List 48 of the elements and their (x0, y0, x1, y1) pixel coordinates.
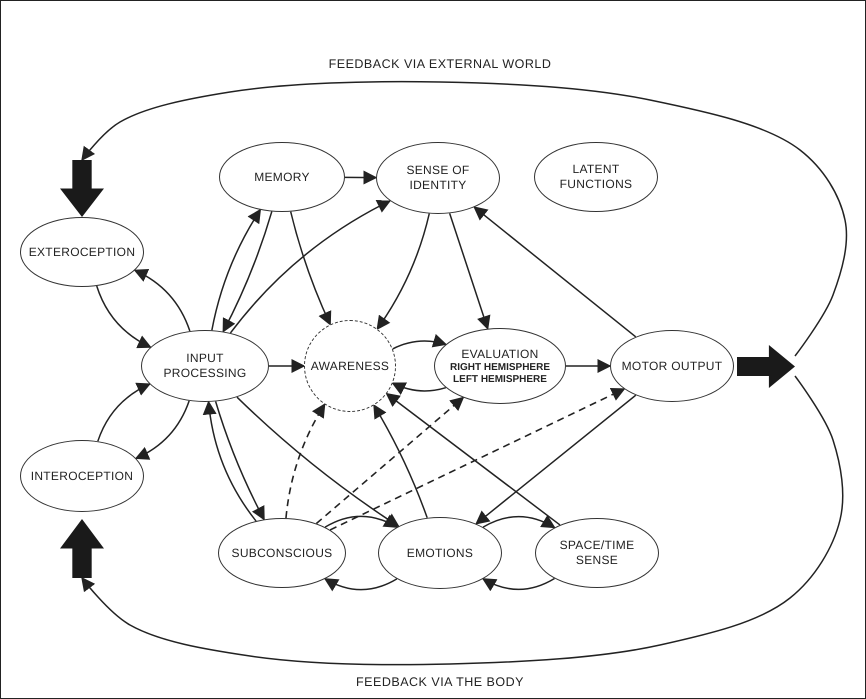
arrow (392, 334, 448, 350)
arrow (211, 208, 262, 330)
arrow (81, 80, 848, 356)
arrow (566, 359, 612, 373)
arrow (285, 403, 326, 518)
block-arrow (60, 160, 104, 217)
node-label: SPACE/TIME SENSE (558, 538, 636, 568)
arrow (391, 382, 446, 395)
block-arrow (737, 345, 795, 388)
arrow (482, 578, 555, 592)
arrow (269, 359, 306, 373)
node-label: EXTEROCEPTION (28, 244, 136, 260)
arrow (448, 213, 490, 330)
arrow (203, 400, 257, 522)
arrow (324, 514, 398, 528)
sub-label: LEFT HEMISPHERE (453, 374, 547, 386)
arrow (324, 578, 398, 592)
arrow (473, 206, 636, 338)
arrow (134, 400, 190, 460)
node-label: SUBCONSCIOUS (232, 546, 332, 560)
arrow (316, 396, 464, 524)
arrow (376, 213, 430, 330)
node-label: EMOTIONS (406, 546, 474, 560)
arrow (214, 401, 265, 521)
sub-label: RIGHT HEMISPHERE (450, 362, 550, 374)
arrow (330, 388, 626, 531)
arrow (236, 396, 400, 528)
arrow (81, 376, 844, 666)
node-label: INTEROCEPTION (30, 468, 134, 484)
node-label: SENSE OF IDENTITY (405, 163, 471, 193)
node-label: EVALUATION (461, 346, 539, 362)
arrow (134, 269, 191, 332)
arrow (386, 392, 560, 526)
node-label: MEMORY (254, 170, 310, 184)
arrow (373, 404, 428, 518)
arrow (482, 515, 556, 528)
block-arrow (60, 519, 104, 578)
arrow (290, 211, 332, 326)
node-label: LATENT FUNCTIONS (558, 162, 634, 192)
node-label: INPUT PROCESSING (162, 351, 248, 381)
arrow (344, 170, 378, 185)
arrow (230, 200, 392, 334)
node-label: AWARENESS (310, 358, 390, 374)
arrow (97, 383, 151, 442)
arrow (222, 211, 273, 333)
arrow (475, 394, 636, 525)
arrow (96, 286, 152, 348)
node-label: MOTOR OUTPUT (622, 358, 722, 374)
